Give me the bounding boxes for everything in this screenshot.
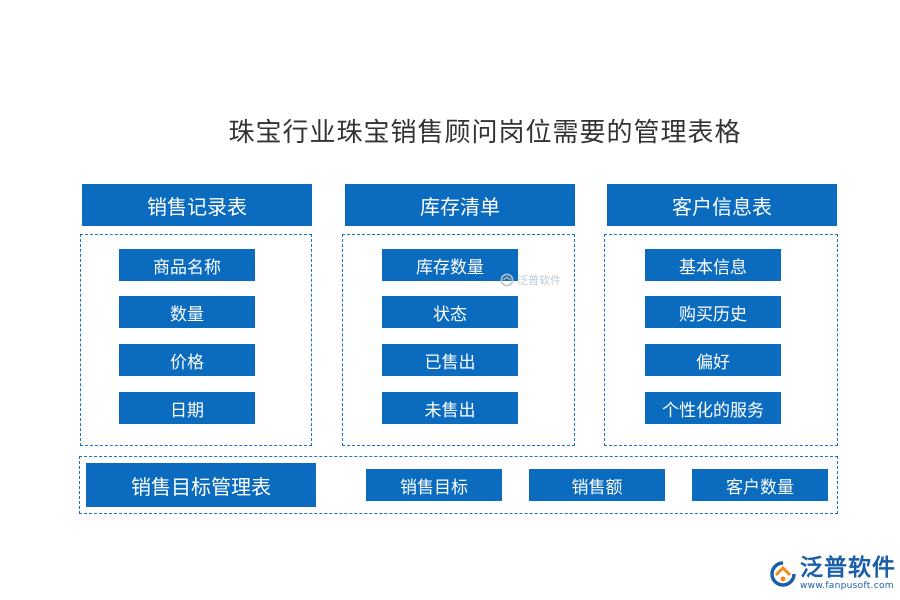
group-customer-info: 基本信息 购买历史 偏好 个性化的服务 xyxy=(604,234,838,446)
field-item: 数量 xyxy=(119,296,255,328)
field-item: 状态 xyxy=(382,296,518,328)
field-item: 客户数量 xyxy=(692,469,828,501)
group-inventory: 库存数量 状态 已售出 未售出 xyxy=(342,234,575,446)
field-item: 日期 xyxy=(119,392,255,424)
field-item: 已售出 xyxy=(382,344,518,376)
table-header-inventory: 库存清单 xyxy=(345,184,575,226)
brand-logo-icon xyxy=(770,560,796,587)
field-item: 销售目标 xyxy=(366,469,502,501)
brand-site: www.fanpusoft.com xyxy=(800,581,894,591)
page-title: 珠宝行业珠宝销售顾问岗位需要的管理表格 xyxy=(228,118,742,148)
field-item: 销售额 xyxy=(529,469,665,501)
brand-logo-icon xyxy=(500,273,514,287)
field-item: 个性化的服务 xyxy=(645,392,781,424)
brand-name: 泛普软件 xyxy=(800,555,896,581)
field-item: 价格 xyxy=(119,344,255,376)
field-item: 购买历史 xyxy=(645,296,781,328)
field-item: 基本信息 xyxy=(645,249,781,281)
table-header-sales-target: 销售目标管理表 xyxy=(86,463,316,507)
field-item: 库存数量 xyxy=(382,249,518,281)
table-header-sales-record: 销售记录表 xyxy=(82,184,312,226)
table-header-customer-info: 客户信息表 xyxy=(607,184,837,226)
field-item: 商品名称 xyxy=(119,249,255,281)
group-sales-target: 销售目标管理表 销售目标 销售额 客户数量 xyxy=(79,456,838,514)
watermark-text: 泛普软件 xyxy=(517,274,561,287)
watermark: 泛普软件 xyxy=(500,272,561,288)
field-item: 偏好 xyxy=(645,344,781,376)
field-item: 未售出 xyxy=(382,392,518,424)
brand-logo: 泛普软件 www.fanpusoft.com xyxy=(768,556,896,591)
group-sales-record: 商品名称 数量 价格 日期 xyxy=(80,234,312,446)
